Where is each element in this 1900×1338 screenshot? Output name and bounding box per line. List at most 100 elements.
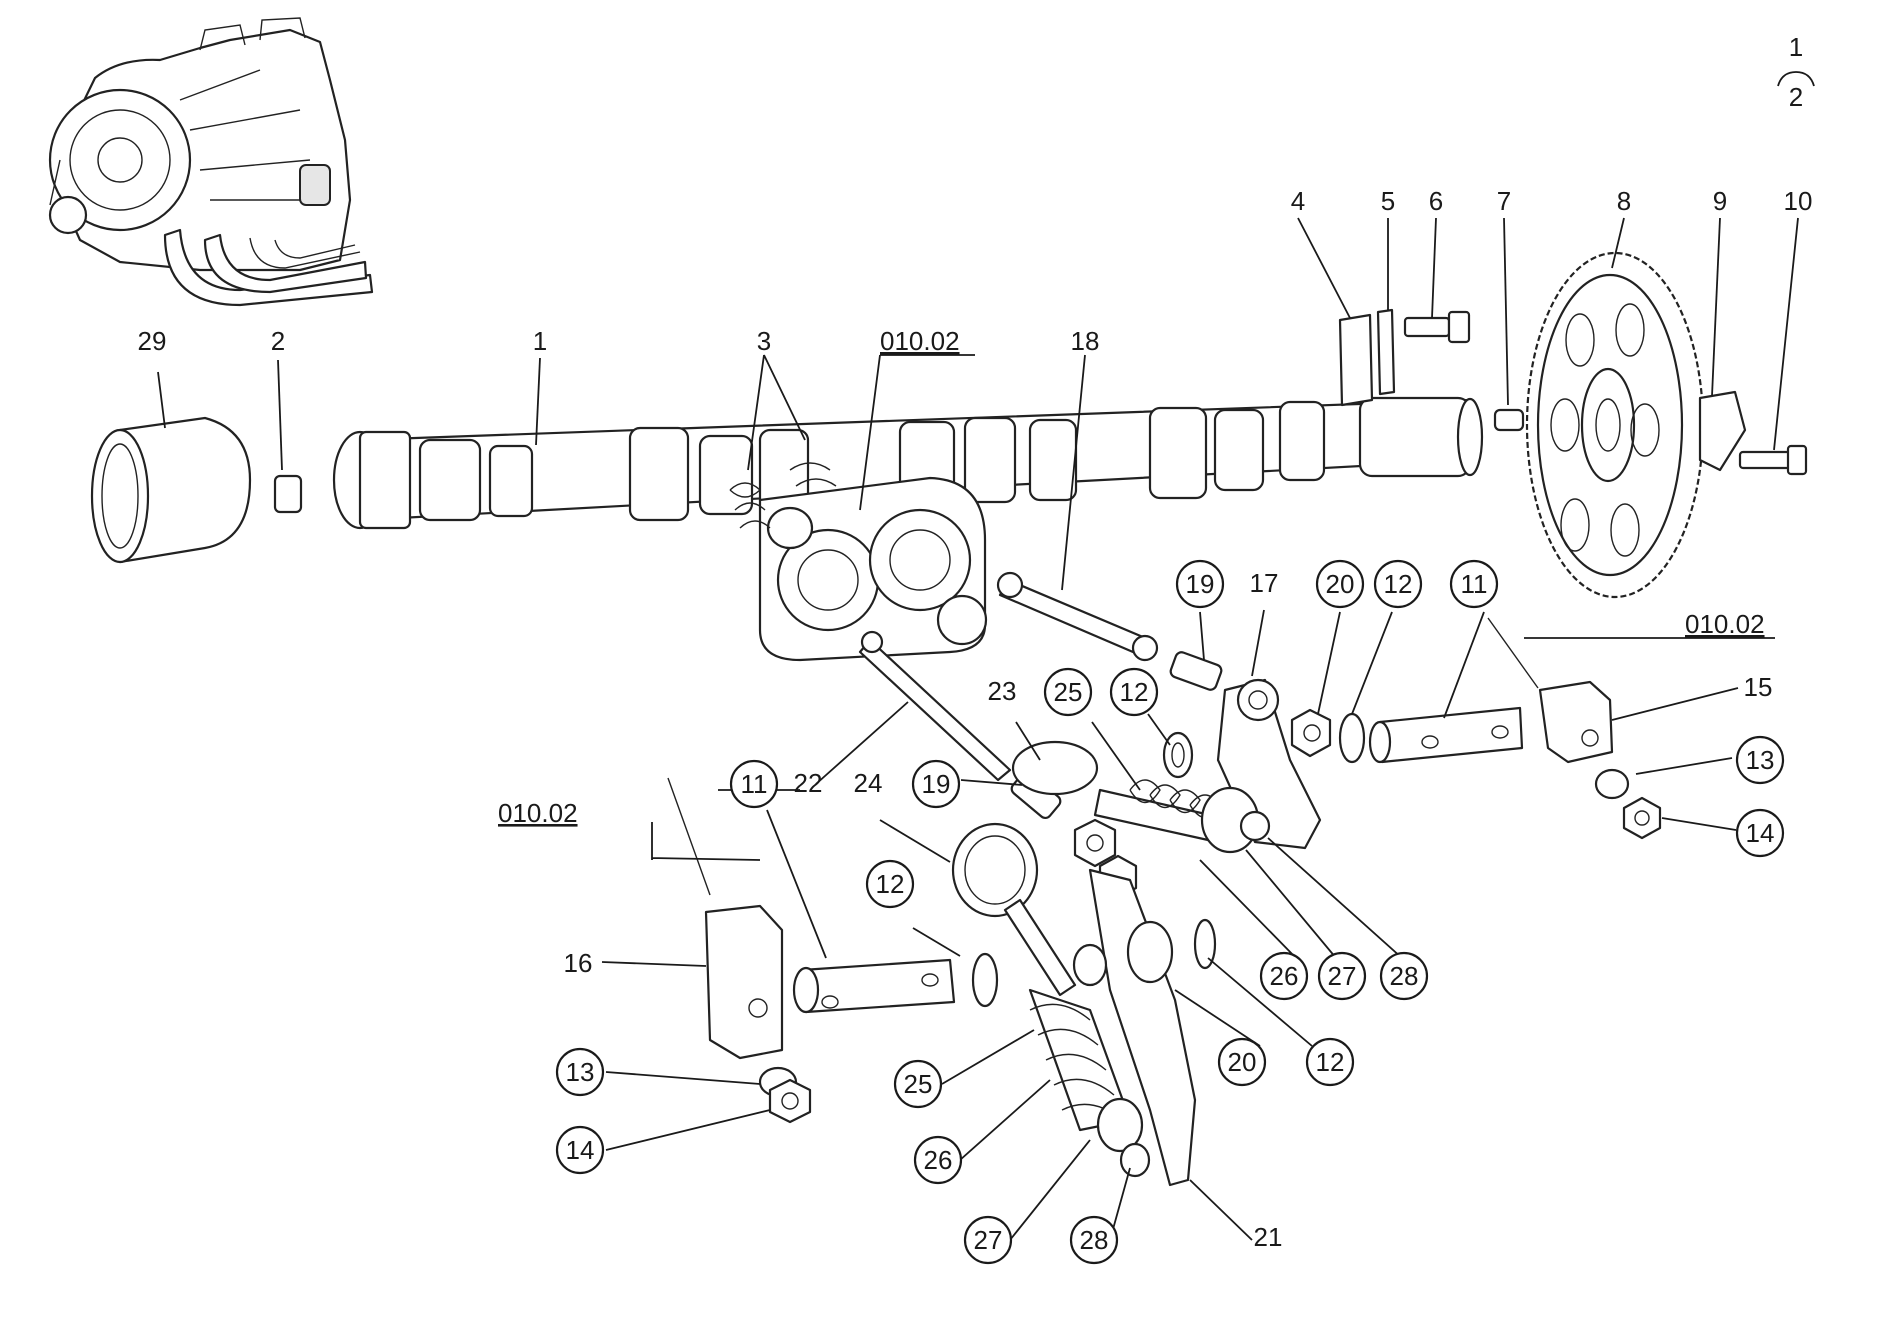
circled-label-25-b: 25 bbox=[893, 1059, 943, 1109]
label-9: 9 bbox=[1713, 186, 1727, 216]
svg-text:28: 28 bbox=[1080, 1225, 1109, 1255]
svg-text:27: 27 bbox=[974, 1225, 1003, 1255]
circled-label-13-a: 13 bbox=[1735, 735, 1785, 785]
svg-text:12: 12 bbox=[876, 869, 905, 899]
support-block-16 bbox=[667, 777, 784, 1060]
circled-label-26-a: 26 bbox=[1259, 951, 1309, 1001]
svg-text:27: 27 bbox=[1328, 961, 1357, 991]
label-2: 2 bbox=[271, 326, 285, 356]
circled-label-27-b: 27 bbox=[963, 1215, 1013, 1265]
circled-label-25-a: 25 bbox=[1043, 667, 1093, 717]
circled-label-14-b: 14 bbox=[555, 1125, 605, 1175]
svg-text:13: 13 bbox=[566, 1057, 595, 1087]
nut-14-a bbox=[1622, 796, 1662, 840]
camshaft bbox=[332, 396, 1484, 530]
label-8: 8 bbox=[1617, 186, 1631, 216]
svg-text:19: 19 bbox=[1186, 569, 1215, 599]
label-6: 6 bbox=[1429, 186, 1443, 216]
nut-14-b bbox=[768, 1078, 812, 1124]
engine-thumbnail bbox=[48, 17, 374, 307]
reference-label-left: 010.02 bbox=[498, 798, 578, 828]
washer-12-b bbox=[1338, 712, 1366, 764]
svg-text:19: 19 bbox=[922, 769, 951, 799]
bolt-6 bbox=[1403, 310, 1471, 344]
circled-label-12-d: 12 bbox=[1305, 1037, 1355, 1087]
circled-label-19-a: 19 bbox=[1175, 559, 1225, 609]
circled-label-28-a: 28 bbox=[1379, 951, 1429, 1001]
nut-20-a bbox=[1290, 708, 1332, 758]
circled-label-20-b: 20 bbox=[1217, 1037, 1267, 1087]
circled-label-11-b: 11 bbox=[729, 759, 779, 809]
washer-12-a bbox=[1162, 731, 1194, 779]
reference-label-right: 010.02 bbox=[1685, 609, 1765, 639]
svg-text:26: 26 bbox=[1270, 961, 1299, 991]
pin-2 bbox=[273, 474, 303, 514]
label-1: 1 bbox=[533, 326, 547, 356]
circled-labels: 19 20 12 11 25 12 13 14 bbox=[555, 559, 1785, 1265]
label-17: 17 bbox=[1250, 568, 1279, 598]
circled-label-13-b: 13 bbox=[555, 1047, 605, 1097]
bracket-4-5 bbox=[1338, 308, 1396, 407]
label-10: 10 bbox=[1784, 186, 1813, 216]
page-indicator: 1 2 bbox=[1777, 32, 1815, 112]
pin-7 bbox=[1493, 408, 1525, 432]
rocker-shaft-11-b bbox=[792, 958, 956, 1014]
bolt-10 bbox=[1738, 444, 1808, 476]
circled-label-12-c: 12 bbox=[865, 859, 915, 909]
label-22: 22 bbox=[794, 768, 823, 798]
svg-text:25: 25 bbox=[904, 1069, 933, 1099]
pushrod-18 bbox=[996, 571, 1159, 662]
label-16: 16 bbox=[564, 948, 593, 978]
svg-text:12: 12 bbox=[1384, 569, 1413, 599]
svg-text:28: 28 bbox=[1390, 961, 1419, 991]
label-3: 3 bbox=[757, 326, 771, 356]
valve-assembly-lower bbox=[1028, 988, 1151, 1178]
valve-assembly-upper bbox=[1011, 740, 1271, 854]
label-21: 21 bbox=[1254, 1222, 1283, 1252]
circled-label-28-b: 28 bbox=[1069, 1215, 1119, 1265]
circled-label-27-a: 27 bbox=[1317, 951, 1367, 1001]
svg-text:14: 14 bbox=[566, 1135, 595, 1165]
valve-24 bbox=[951, 822, 1077, 997]
label-18: 18 bbox=[1071, 326, 1100, 356]
label-4: 4 bbox=[1291, 186, 1305, 216]
page-indicator-bottom: 2 bbox=[1789, 82, 1803, 112]
pushrod-22 bbox=[858, 630, 1012, 782]
svg-text:11: 11 bbox=[1461, 569, 1488, 599]
bushing-29 bbox=[90, 416, 252, 564]
plate-9 bbox=[1698, 390, 1747, 472]
circled-label-11-a: 11 bbox=[1449, 559, 1499, 609]
washer-12-d bbox=[971, 952, 999, 1008]
svg-text:20: 20 bbox=[1228, 1047, 1257, 1077]
label-15: 15 bbox=[1744, 672, 1773, 702]
washer-13-a bbox=[1594, 768, 1630, 800]
circled-label-26-b: 26 bbox=[913, 1135, 963, 1185]
label-24: 24 bbox=[854, 768, 883, 798]
circled-label-20-a: 20 bbox=[1315, 559, 1365, 609]
page-indicator-top: 1 bbox=[1789, 32, 1803, 62]
reference-label-top: 010.02 bbox=[880, 326, 960, 356]
svg-text:13: 13 bbox=[1746, 745, 1775, 775]
svg-text:12: 12 bbox=[1120, 677, 1149, 707]
circled-label-19-b: 19 bbox=[911, 759, 961, 809]
rocker-shaft-11-a bbox=[1368, 706, 1524, 764]
support-block-15 bbox=[1487, 617, 1614, 764]
svg-text:25: 25 bbox=[1054, 677, 1083, 707]
washer-12-c bbox=[1193, 918, 1217, 970]
circled-label-14-a: 14 bbox=[1735, 808, 1785, 858]
leader-lines bbox=[157, 217, 1799, 1241]
label-7: 7 bbox=[1497, 186, 1511, 216]
circled-label-12-b: 12 bbox=[1109, 667, 1159, 717]
support-flange bbox=[729, 462, 988, 662]
svg-text:14: 14 bbox=[1746, 818, 1775, 848]
svg-text:11: 11 bbox=[741, 769, 768, 799]
label-23: 23 bbox=[988, 676, 1017, 706]
svg-text:26: 26 bbox=[924, 1145, 953, 1175]
part-labels: 29 2 1 3 010.02 18 4 5 6 7 8 9 10 17 010… bbox=[138, 186, 1813, 1252]
label-5: 5 bbox=[1381, 186, 1395, 216]
label-29: 29 bbox=[138, 326, 167, 356]
svg-text:12: 12 bbox=[1316, 1047, 1345, 1077]
circled-label-12-a: 12 bbox=[1373, 559, 1423, 609]
rocker-arm-21 bbox=[1072, 868, 1197, 1187]
